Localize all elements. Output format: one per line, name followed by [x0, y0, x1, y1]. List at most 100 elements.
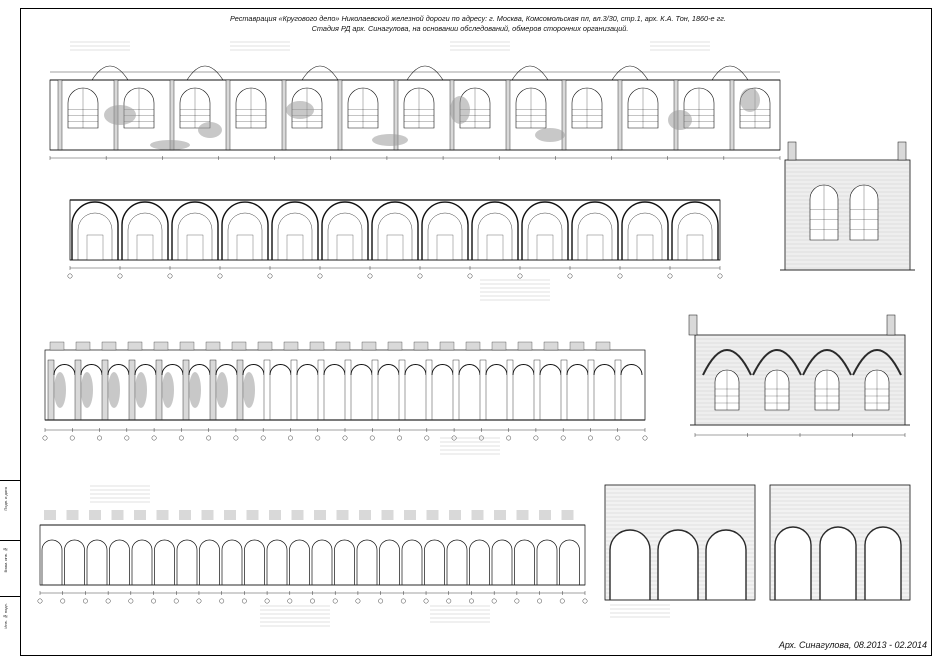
parapet-pediment — [301, 65, 339, 81]
axis-marker — [717, 273, 723, 279]
facade-pilaster — [337, 79, 343, 151]
damage-hatch — [740, 88, 760, 112]
arcade-arch — [334, 539, 355, 585]
section-arch — [539, 364, 562, 376]
axis-marker — [560, 435, 566, 441]
column — [128, 359, 136, 421]
inner-arch — [227, 212, 263, 260]
damage-hatch — [150, 140, 190, 150]
roof-vent — [75, 341, 91, 351]
vault-rib — [802, 349, 852, 376]
section-arch — [404, 364, 427, 376]
vault-arch — [571, 201, 619, 260]
chimney — [787, 141, 797, 161]
parapet-block — [471, 510, 484, 520]
axis-marker — [506, 435, 512, 441]
inner-arch — [327, 212, 363, 260]
section-opening — [386, 234, 404, 261]
column — [47, 359, 55, 421]
column — [587, 359, 595, 421]
damage-hatch — [81, 372, 93, 408]
roof-vent — [231, 341, 247, 351]
section-arch — [296, 364, 319, 376]
parapet-block — [66, 510, 79, 520]
axis-marker — [233, 435, 239, 441]
damage-hatch — [108, 372, 120, 408]
inner-arch — [677, 212, 713, 260]
column — [263, 359, 271, 421]
axis-marker — [642, 435, 648, 441]
section-opening — [86, 234, 104, 261]
facade-pilaster — [561, 79, 567, 151]
arcade-arch — [244, 539, 265, 585]
stamp-sidebar: Подп. и дата Взам. инв. № Инв. № подл. — [0, 480, 21, 656]
sidebar-label: Подп. и дата — [3, 487, 8, 511]
axis-marker — [219, 598, 225, 604]
facade-pilaster — [169, 79, 175, 151]
axis-marker — [206, 435, 212, 441]
title-line-1: Реставрация «Кругового депо» Николаевско… — [230, 14, 726, 23]
section-arch — [593, 364, 616, 376]
arcade-arch — [109, 539, 130, 585]
chimney — [688, 314, 698, 336]
facade-pilaster — [505, 79, 511, 151]
parapet-block — [246, 510, 259, 520]
axis-marker — [424, 435, 430, 441]
axis-marker — [615, 435, 621, 441]
axis-marker — [288, 435, 293, 441]
detail-facade-a — [780, 141, 915, 271]
facade-pilaster — [729, 79, 735, 151]
roof-vent — [309, 341, 325, 351]
inner-arch — [177, 212, 213, 260]
axis-marker — [267, 273, 273, 279]
facade-pilaster — [617, 79, 623, 151]
vault-arch — [321, 201, 369, 260]
axis-marker — [97, 435, 102, 441]
arcade-arch — [424, 539, 445, 585]
section-elevation-2 — [42, 341, 648, 455]
axis-marker — [517, 273, 523, 279]
axis-marker — [446, 598, 452, 604]
arcade-detail-arch — [774, 526, 812, 600]
column — [425, 359, 433, 421]
axis-marker — [400, 598, 406, 604]
axis-marker — [67, 273, 73, 279]
damage-hatch — [243, 372, 255, 408]
inner-arch — [577, 212, 613, 260]
damage-hatch — [535, 128, 565, 142]
column — [371, 359, 379, 421]
column — [560, 359, 568, 421]
roof-vent — [439, 341, 455, 351]
column — [155, 359, 163, 421]
vault-arch — [471, 201, 519, 260]
roof-vent — [153, 341, 169, 351]
section-arch — [134, 364, 157, 376]
arcade-detail-arch — [819, 526, 857, 600]
inner-arch — [277, 212, 313, 260]
arcade-arch — [289, 539, 310, 585]
axis-marker — [617, 273, 623, 279]
roof-vent — [595, 341, 611, 351]
parapet-block — [494, 510, 506, 520]
column — [479, 359, 487, 421]
arcade-detail-arch — [657, 529, 699, 600]
parapet-block — [449, 510, 461, 520]
vault-arch — [71, 201, 119, 260]
facade-elevation-top — [49, 41, 781, 160]
section-arch — [350, 364, 373, 376]
arcade-arch — [401, 539, 423, 585]
roof-vent — [465, 341, 481, 351]
damage-hatch — [54, 372, 66, 408]
axis-marker — [60, 598, 66, 604]
vault-arch — [421, 201, 469, 260]
axis-marker — [178, 435, 184, 441]
axis-marker — [514, 598, 520, 604]
detail-arcade-c — [604, 484, 756, 618]
section-opening — [186, 234, 204, 261]
axis-marker — [217, 273, 223, 279]
axis-marker — [287, 598, 293, 604]
section-arch — [215, 364, 238, 376]
vault-arch — [621, 201, 669, 260]
arcade-arch — [86, 539, 108, 585]
section-opening — [636, 234, 654, 261]
